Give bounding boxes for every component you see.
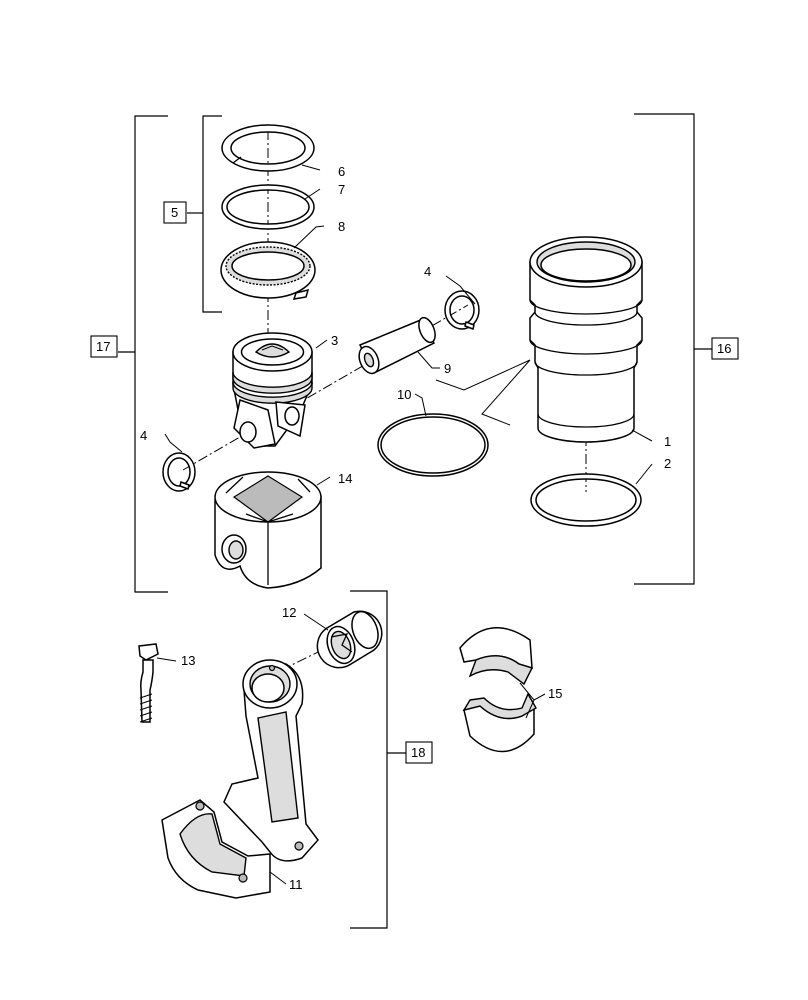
callout-9: 9 <box>444 361 451 376</box>
piston-ring-second[interactable] <box>221 184 315 230</box>
callout-4-left: 4 <box>140 428 147 443</box>
svg-text:17: 17 <box>96 339 110 354</box>
group-box-17: 17 <box>90 335 118 358</box>
snap-ring-left[interactable] <box>162 452 196 492</box>
piston-cooling-guide[interactable] <box>214 471 322 589</box>
group-bracket-18 <box>350 590 406 929</box>
callout-7: 7 <box>338 182 345 197</box>
cylinder-liner[interactable] <box>529 236 643 443</box>
snap-ring-right[interactable] <box>444 290 480 330</box>
callout-12: 12 <box>282 605 296 620</box>
group-bracket-17 <box>118 115 168 593</box>
o-ring[interactable] <box>377 413 489 477</box>
piston-pin[interactable] <box>355 315 438 376</box>
callout-10: 10 <box>397 387 411 402</box>
piston[interactable] <box>232 332 313 449</box>
connecting-rod[interactable] <box>161 659 319 899</box>
callout-2: 2 <box>664 456 671 471</box>
leader-lines <box>156 164 653 885</box>
svg-text:18: 18 <box>411 745 425 760</box>
bushing-axis-centerline <box>264 633 356 679</box>
callout-3: 3 <box>331 333 338 348</box>
oil-control-ring[interactable] <box>220 241 316 300</box>
group-box-16: 16 <box>711 337 739 360</box>
bearing-shell-upper[interactable] <box>459 627 533 686</box>
callout-4-right: 4 <box>424 264 431 279</box>
group-box-5: 5 <box>163 201 187 224</box>
callout-13: 13 <box>181 653 195 668</box>
bearing-shell-lower[interactable] <box>462 692 537 753</box>
group-box-18: 18 <box>405 741 433 764</box>
callout-6: 6 <box>338 164 345 179</box>
group-bracket-16 <box>634 113 712 585</box>
piston-ring-top[interactable] <box>221 124 315 172</box>
callout-11: 11 <box>289 877 303 892</box>
callout-1: 1 <box>664 434 671 449</box>
rod-bolt[interactable] <box>138 643 159 723</box>
callout-15: 15 <box>548 686 562 701</box>
svg-text:5: 5 <box>171 205 178 220</box>
svg-text:16: 16 <box>717 341 731 356</box>
small-end-bushing[interactable] <box>316 608 383 669</box>
callout-8: 8 <box>338 219 345 234</box>
group-bracket-5 <box>187 115 222 313</box>
callout-14: 14 <box>338 471 352 486</box>
liner-seal-ring[interactable] <box>530 473 642 527</box>
